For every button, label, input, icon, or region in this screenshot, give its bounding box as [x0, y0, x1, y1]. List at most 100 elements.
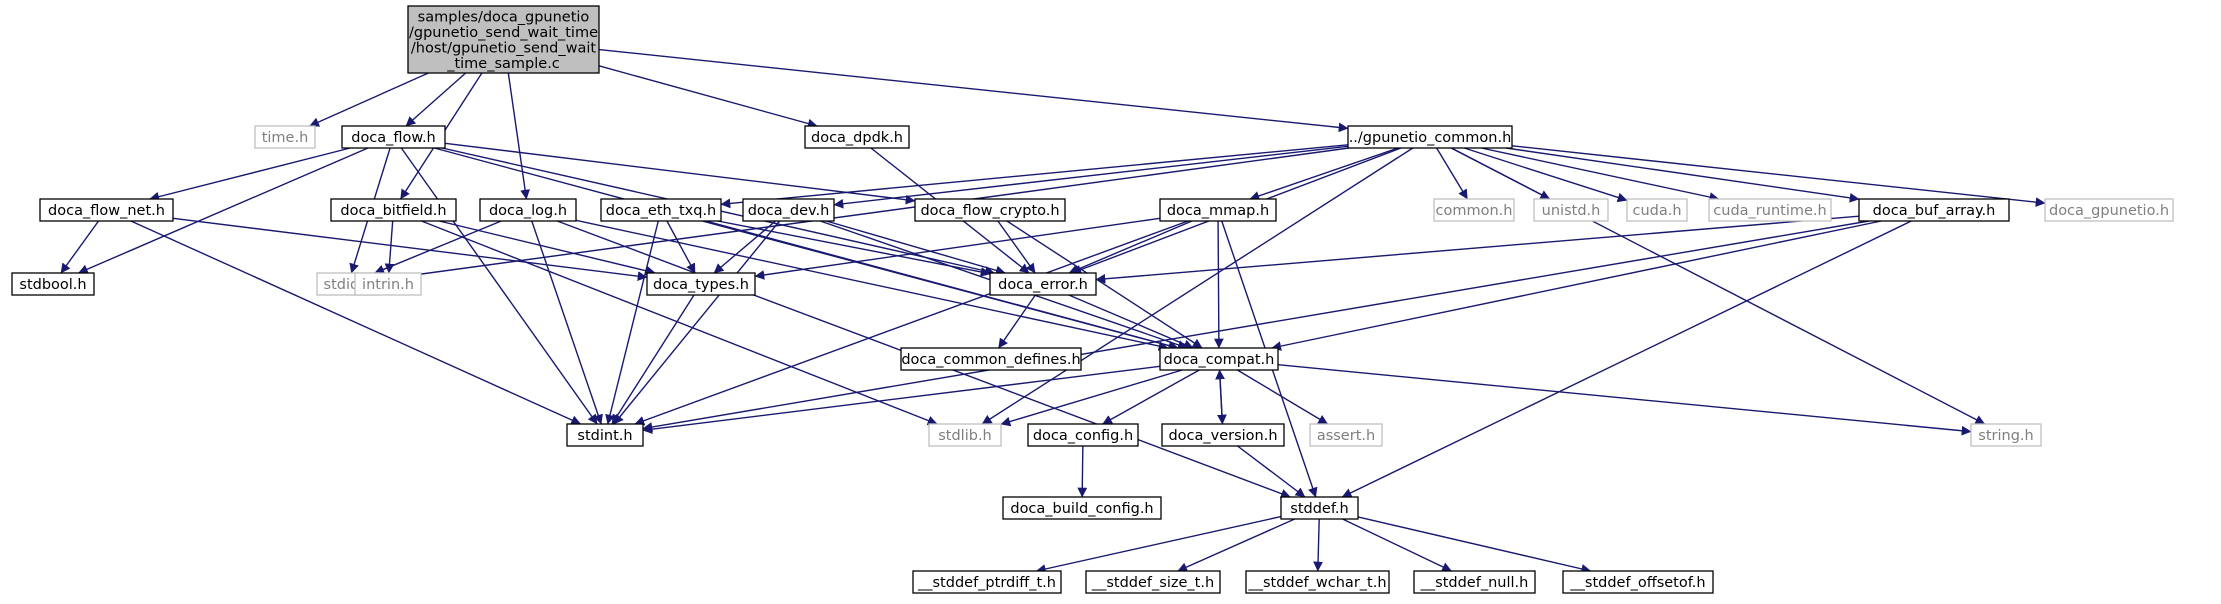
node-doca-flow-net-h[interactable]: doca_flow_net.h — [39, 198, 174, 222]
node-common-h: common.h — [1433, 198, 1515, 222]
node-doca-buf-array-h[interactable]: doca_buf_array.h — [1858, 198, 2010, 222]
node-stddef-size-t-h[interactable]: __stddef_size_t.h — [1085, 570, 1221, 594]
node-label: doca_version.h — [1168, 428, 1277, 444]
node-stdbool-h[interactable]: stdbool.h — [11, 272, 95, 296]
node-box — [804, 125, 910, 149]
edge-doca_mmap_h-to-doca_compat_h — [1213, 220, 1224, 349]
node-gpunetio-common-h[interactable]: ../gpunetio_common.h — [1347, 125, 1513, 149]
edge-doca_bitfield_h-to-intrin_h — [384, 220, 395, 274]
node-stdint-h[interactable]: stdint.h — [566, 423, 644, 447]
node-doca-config-h[interactable]: doca_config.h — [1027, 423, 1139, 447]
node-doca-bitfield-h[interactable]: doca_bitfield.h — [330, 198, 457, 222]
node-time-h: time.h — [254, 125, 316, 149]
edges-layer — [60, 48, 2046, 574]
node-label: __stddef_ptrdiff_t.h — [917, 575, 1056, 591]
node-label: unistd.h — [1542, 203, 1601, 219]
node-cuda-h: cuda.h — [1626, 198, 1688, 222]
edge-doca_dev_h-to-doca_types_h — [713, 220, 776, 274]
node-label: doca_flow.h — [351, 130, 436, 146]
node-root[interactable]: samples/doca_gpunetio/gpunetio_send_wait… — [407, 5, 600, 74]
node-label: __stddef_wchar_t.h — [1247, 575, 1386, 591]
node-stddef-null-h[interactable]: __stddef_null.h — [1413, 570, 1536, 594]
edge-doca_log_h-to-doca_compat_h — [575, 219, 1169, 351]
edge-doca_flow_crypto_h-to-doca_compat_h — [1006, 220, 1203, 349]
edge-gpunetio_common_h-to-doca_buf_array_h — [1505, 147, 1860, 203]
edge-doca_mmap_h-to-doca_error_h — [1068, 220, 1193, 274]
edge-gpunetio_common_h-to-cuda_runtime_h — [1481, 147, 1720, 202]
edge-root-to-doca_dpdk_h — [598, 65, 818, 129]
node-label: cuda_runtime.h — [1713, 203, 1826, 219]
edge-doca_bitfield_h-to-doca_types_h — [439, 220, 656, 276]
node-stdlib-h: stdlib.h — [928, 423, 1002, 447]
edge-doca_dev_h-to-stdint_h — [613, 220, 781, 425]
node-label: stdint.h — [577, 428, 632, 444]
edge-doca_eth_txq_h-to-stdint_h — [605, 220, 659, 425]
edge-doca_flow_h-to-doca_flow_net_h — [149, 147, 351, 202]
node-label: string.h — [1978, 428, 2033, 444]
node-box — [742, 198, 835, 222]
edge-doca_mmap_h-to-doca_types_h — [754, 217, 1161, 280]
edge-doca_version_h-to-stddef_h — [1237, 445, 1306, 498]
node-doca-mmap-h[interactable]: doca_mmap.h — [1159, 198, 1277, 222]
node-box — [1161, 423, 1285, 447]
node-doca-version-h[interactable]: doca_version.h — [1161, 423, 1285, 447]
node-box — [646, 272, 756, 296]
node-box — [354, 272, 422, 296]
edge-doca_compat_h-to-string_h — [1277, 364, 1972, 436]
node-doca-eth-txq-h[interactable]: doca_eth_txq.h — [600, 198, 722, 222]
edge-doca_flow_h-to-stdbool_h — [78, 147, 369, 274]
node-label: doca_mmap.h — [1167, 203, 1269, 219]
edge-gpunetio_common_h-to-common_h — [1436, 147, 1468, 200]
node-doca-build-config-h[interactable]: doca_build_config.h — [1002, 496, 1162, 520]
node-doca-common-defines-h[interactable]: doca_common_defines.h — [900, 347, 1082, 371]
node-label: doca_bitfield.h — [340, 203, 446, 219]
node-doca-flow-h[interactable]: doca_flow.h — [341, 125, 446, 149]
edge-gpunetio_common_h-to-doca_gpunetio_h — [1511, 145, 2046, 207]
node-label: samples/doca_gpunetio — [418, 9, 590, 25]
node-box — [1562, 570, 1714, 594]
node-box — [900, 347, 1082, 371]
edge-doca_buf_array_h-to-doca_error_h — [1095, 215, 1860, 284]
edge-doca_compat_h-to-assert_h — [1237, 369, 1329, 425]
node-label: doca_gpunetio.h — [2049, 203, 2169, 219]
node-box — [39, 198, 174, 222]
node-label: _time_sample.c — [446, 56, 560, 72]
edge-root-to-doca_log_h — [507, 72, 530, 200]
node-box — [407, 5, 600, 74]
node-box — [11, 272, 95, 296]
node-box — [1159, 347, 1279, 371]
node-doca-types-h[interactable]: doca_types.h — [646, 272, 756, 296]
node-doca-gpunetio-h: doca_gpunetio.h — [2044, 198, 2174, 222]
node-label: doca_error.h — [998, 277, 1088, 293]
edge-gpunetio_common_h-to-cuda_h — [1463, 147, 1628, 203]
node-stddef-ptrdiff-t-h[interactable]: __stddef_ptrdiff_t.h — [912, 570, 1062, 594]
edge-stddef_h-to-stddef_wchar_t_h — [1313, 518, 1323, 572]
edge-doca_flow_h-to-stdint_h — [400, 147, 598, 425]
node-stddef-offsetof-h[interactable]: __stddef_offsetof.h — [1562, 570, 1714, 594]
node-stddef-h[interactable]: stddef.h — [1280, 496, 1359, 520]
node-doca-flow-crypto-h[interactable]: doca_flow_crypto.h — [914, 198, 1066, 222]
node-box — [1858, 198, 2010, 222]
edge-gpunetio_common_h-to-string_h — [1450, 147, 1986, 425]
node-doca-compat-h[interactable]: doca_compat.h — [1159, 347, 1279, 371]
node-label: doca_build_config.h — [1010, 501, 1153, 517]
node-doca-dev-h[interactable]: doca_dev.h — [742, 198, 835, 222]
node-doca-log-h[interactable]: doca_log.h — [479, 198, 577, 222]
edge-doca_buf_array_h-to-stdint_h — [642, 220, 1870, 432]
node-doca-error-h[interactable]: doca_error.h — [989, 272, 1097, 296]
node-box — [912, 570, 1062, 594]
edge-gpunetio_common_h-to-doca_dev_h — [833, 145, 1349, 209]
node-intrin-h: intrin.h — [354, 272, 422, 296]
node-label: doca_common_defines.h — [901, 352, 1080, 368]
node-box — [1970, 423, 2042, 447]
edge-doca_eth_txq_h-to-doca_compat_h — [702, 220, 1179, 351]
node-label: cuda.h — [1632, 203, 1681, 219]
node-doca-dpdk-h[interactable]: doca_dpdk.h — [804, 125, 910, 149]
edge-doca_version_h-to-doca_compat_h — [1215, 369, 1225, 425]
node-stddef-wchar-t-h[interactable]: __stddef_wchar_t.h — [1245, 570, 1390, 594]
node-label: doca_types.h — [653, 277, 749, 293]
node-assert-h: assert.h — [1309, 423, 1383, 447]
node-label: ../gpunetio_common.h — [1349, 130, 1512, 146]
edge-doca_bitfield_h-to-stdlib_h — [421, 220, 938, 426]
